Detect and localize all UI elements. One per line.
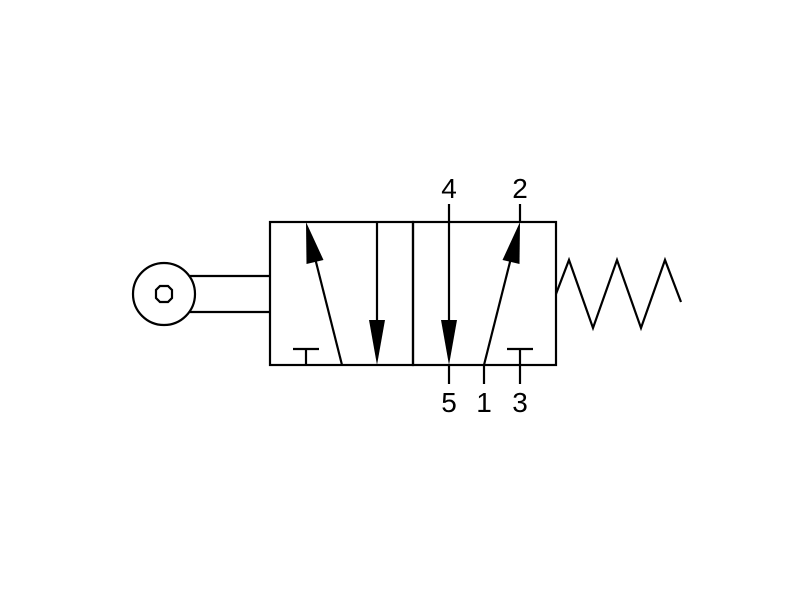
port-label-3: 3 bbox=[512, 387, 528, 418]
flow-arrow-diagonal-left bbox=[313, 257, 344, 366]
roller-lever-icon bbox=[131, 261, 270, 327]
port-label-1: 1 bbox=[476, 387, 492, 418]
port-label-4: 4 bbox=[441, 173, 457, 204]
arrowhead-diagonal-right bbox=[502, 222, 520, 264]
arrowhead-vertical-left bbox=[369, 320, 385, 365]
port-label-2: 2 bbox=[512, 173, 528, 204]
roller-pin-icon bbox=[154, 284, 174, 304]
envelope-right-paths bbox=[441, 222, 533, 366]
arrowhead-vertical-right bbox=[441, 320, 457, 365]
envelope-right bbox=[411, 220, 558, 367]
flow-arrow-diagonal-right bbox=[482, 257, 513, 366]
spring-icon bbox=[554, 256, 683, 332]
roller-circle bbox=[131, 261, 197, 327]
envelope-left bbox=[268, 220, 415, 367]
envelope-left-paths bbox=[293, 222, 385, 366]
arrowhead-diagonal-left bbox=[306, 222, 324, 264]
port-lines bbox=[447, 204, 522, 384]
port-label-5: 5 bbox=[441, 387, 457, 418]
